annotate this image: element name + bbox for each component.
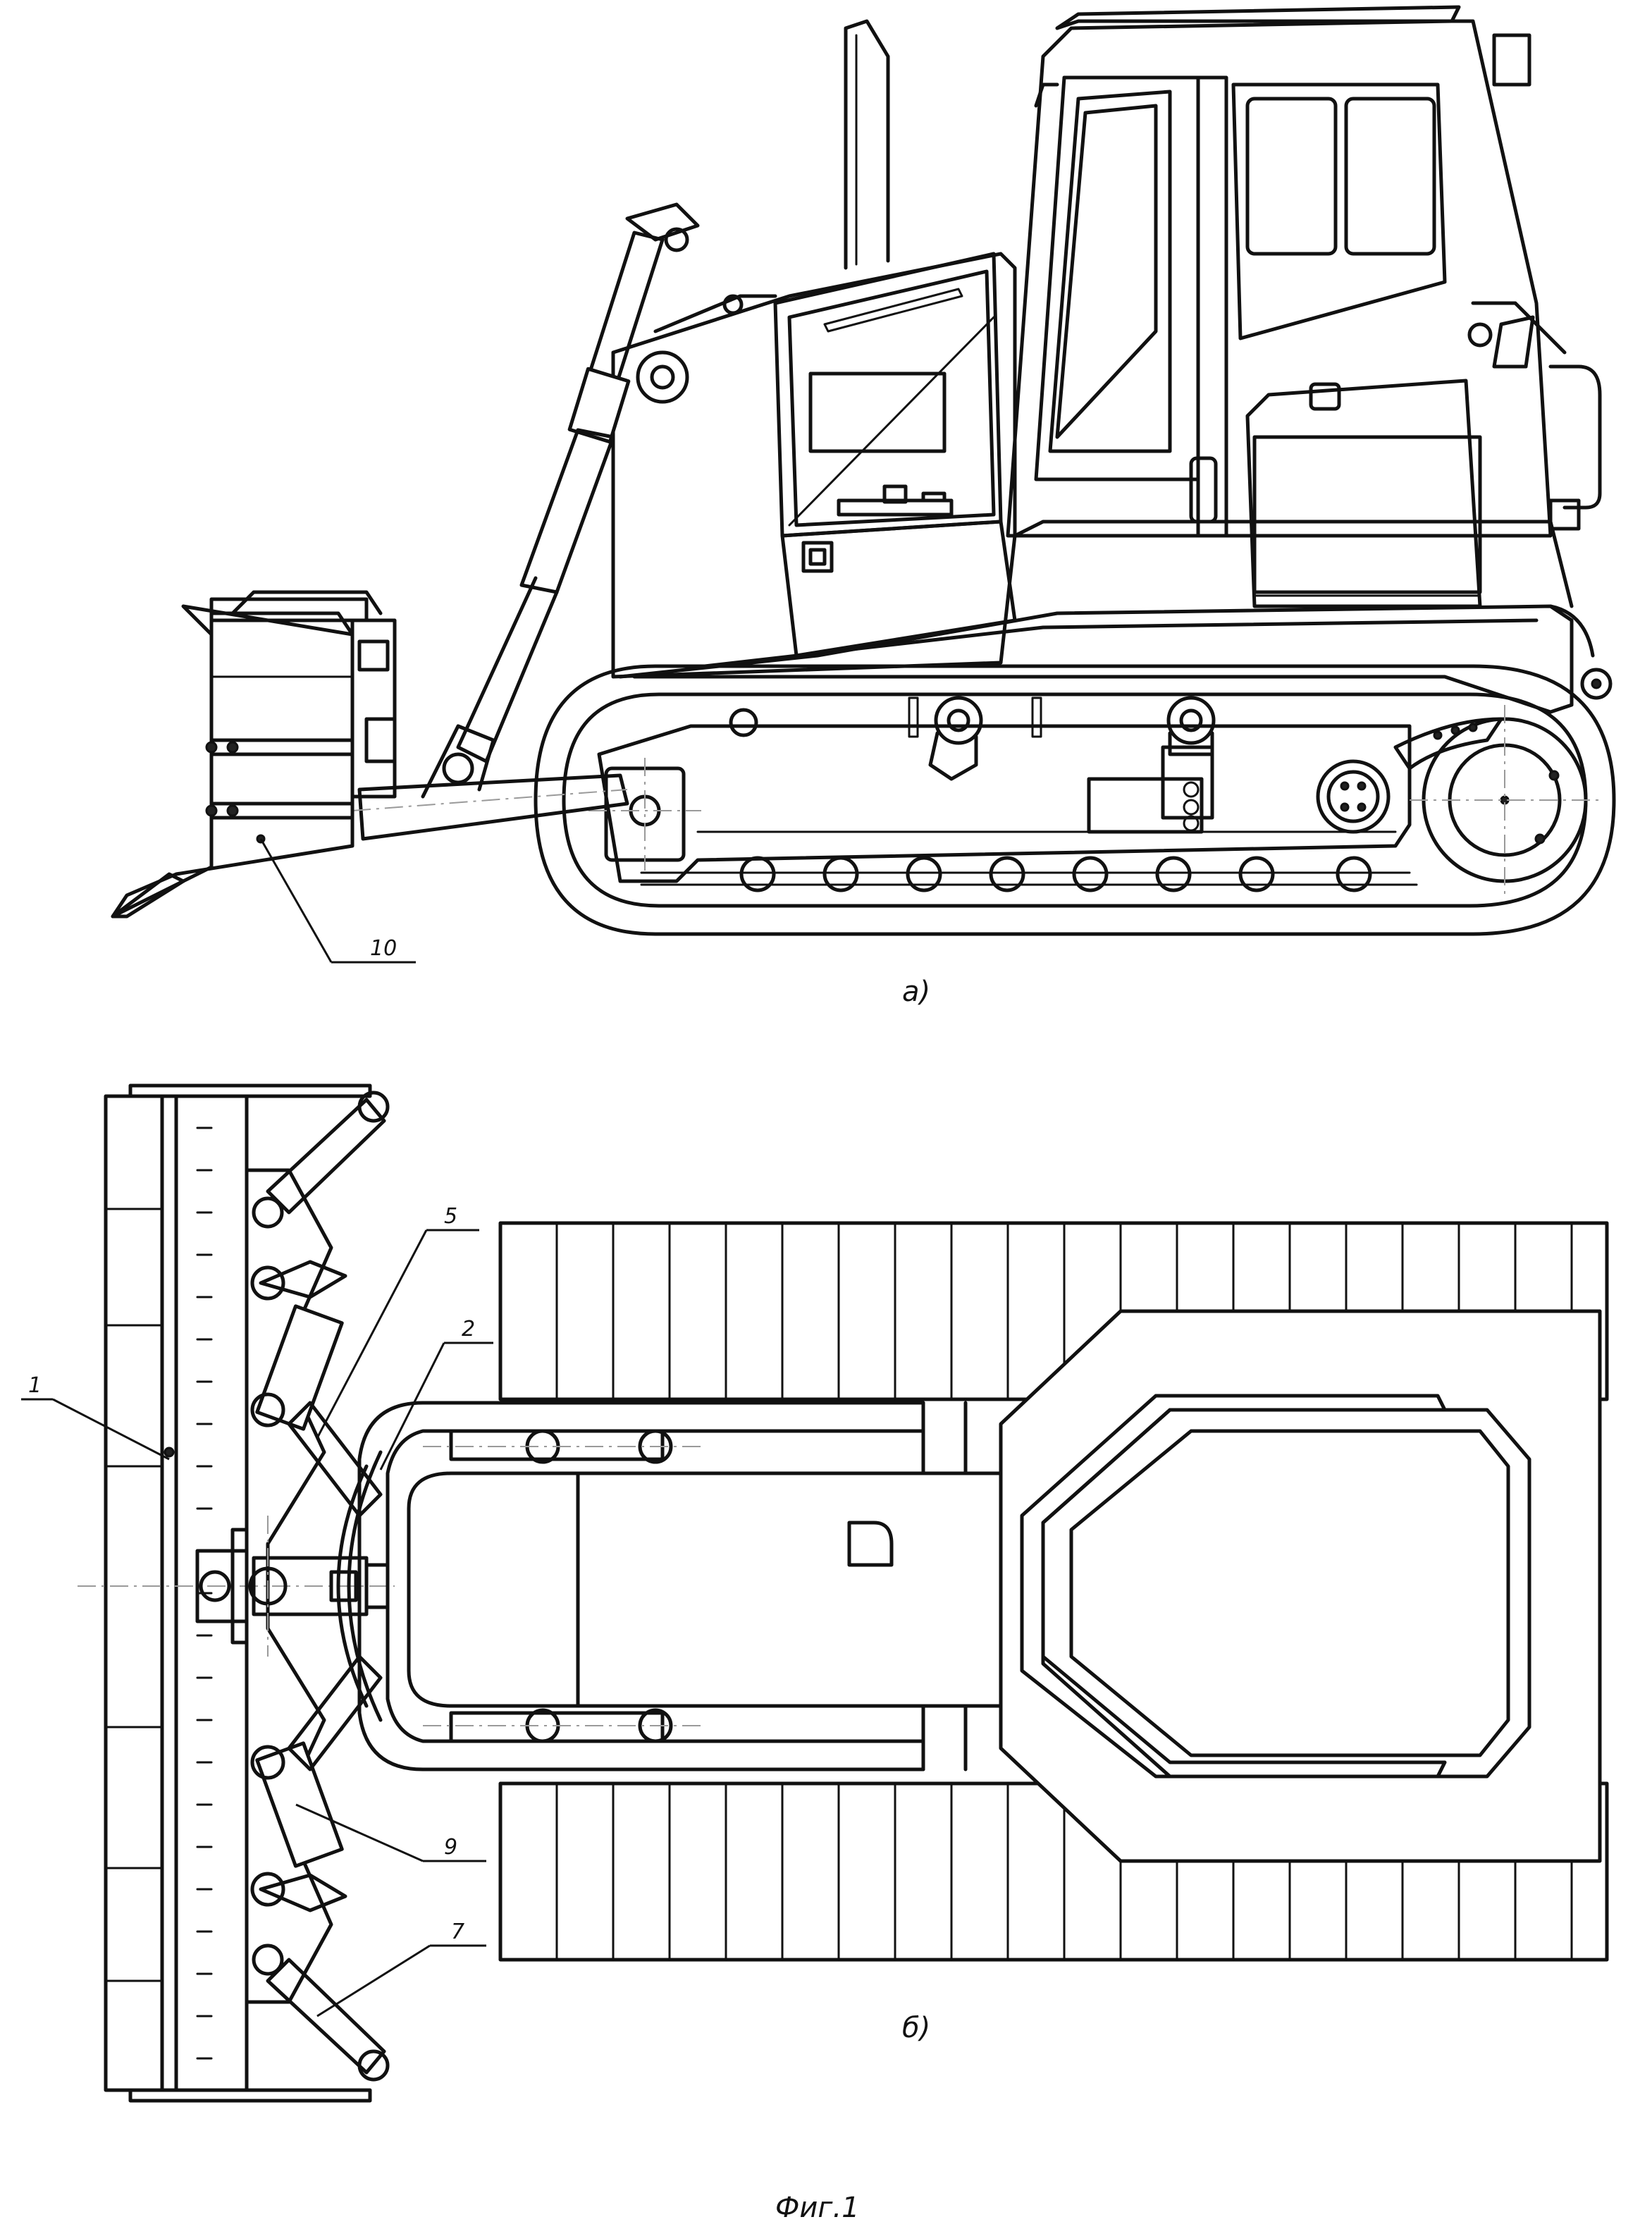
callout-1-pointer [52, 1398, 170, 1461]
callout-1: 1 [28, 1373, 42, 1398]
callout-2: 2 [462, 1317, 475, 1341]
top-hood [576, 1401, 1017, 1771]
drive-sprocket [1316, 705, 1600, 895]
exhaust-stack [844, 19, 890, 270]
callout-5: 5 [444, 1204, 457, 1229]
figure-caption: Фиг.1 [775, 2192, 860, 2224]
side-view-caption: а) [902, 976, 930, 1008]
operator-cab [1006, 5, 1602, 608]
callout-7-pointer [316, 1944, 431, 2018]
callout-5-pointer [316, 1229, 428, 1439]
callout-7: 7 [451, 1920, 464, 1944]
callout-9-pointer [295, 1803, 424, 1862]
push-arm [352, 724, 629, 841]
callout-10: 10 [370, 936, 397, 961]
top-view-bulldozer: 1 5 2 9 7 б) [21, 1083, 1609, 2103]
side-blade [111, 590, 397, 919]
top-blade [78, 1083, 395, 2103]
tractor-body [611, 252, 1613, 714]
side-track-frame [597, 724, 1412, 883]
callout-2-pointer [379, 1342, 445, 1470]
top-view-caption: б) [902, 2012, 930, 2044]
lift-cylinder [456, 202, 700, 763]
callout-9: 9 [444, 1835, 457, 1860]
hood-panel [773, 252, 1017, 658]
carrier-rollers [729, 696, 1216, 781]
front-idler [588, 758, 701, 871]
side-view-bulldozer: 10 а) [111, 5, 1616, 1008]
top-cab [999, 1309, 1602, 1863]
callout-10-leader [259, 838, 333, 963]
track-rollers [739, 856, 1372, 892]
